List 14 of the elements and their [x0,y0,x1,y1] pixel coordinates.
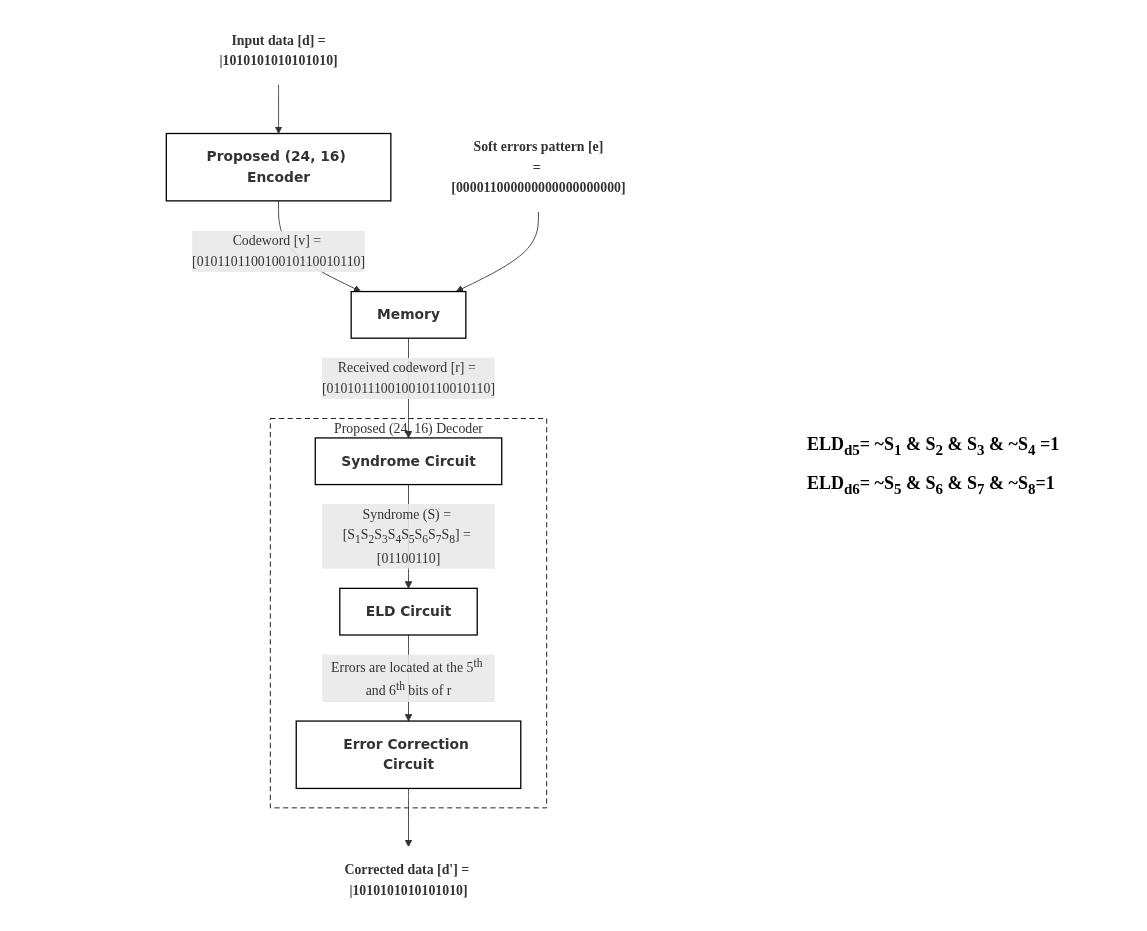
edge-label: Syndrome (S) = [S$_{1}$S$_{2}$S$_{3}$S$_{4}$S$_{5}$S$_{6}$S$_{7}$S$_{8}$] = [01100110] [342,506,471,566]
edge-label: Codeword [v] = [010110110010010110010110] [191,233,365,269]
edge-label: Received codeword [r] = [010101110010010110010110] [321,360,495,396]
node-box: Syndrome Circuit [314,437,502,486]
node-box: Memory [350,290,467,339]
node-text: Corrected data [d'] = |1010101010101010] [344,862,469,898]
edge-label: Errors are located at the 5$^{th}$ and 6$^{th}$ bits of r [330,656,483,699]
node-box: ELD Circuit [338,587,478,636]
node-text: Input data [d] = |1010101010101010] [219,32,338,68]
node-box: Error Correction Circuit [295,720,522,790]
node-text: Soft errors pattern [e] = [000011000000000000000000] [450,138,626,195]
node-box: Proposed (24, 16) Encoder [165,132,392,202]
equation-label: ELD$_{d5}$= ~S$_{1}$ & S$_{2}$ & S$_{3}$ & ~S$_{4}$ =1 [807,433,1061,459]
equation-label: ELD$_{d6}$= ~S$_{5}$ & S$_{6}$ & S$_{7}$ & ~S$_{8}$=1 [807,472,1056,498]
